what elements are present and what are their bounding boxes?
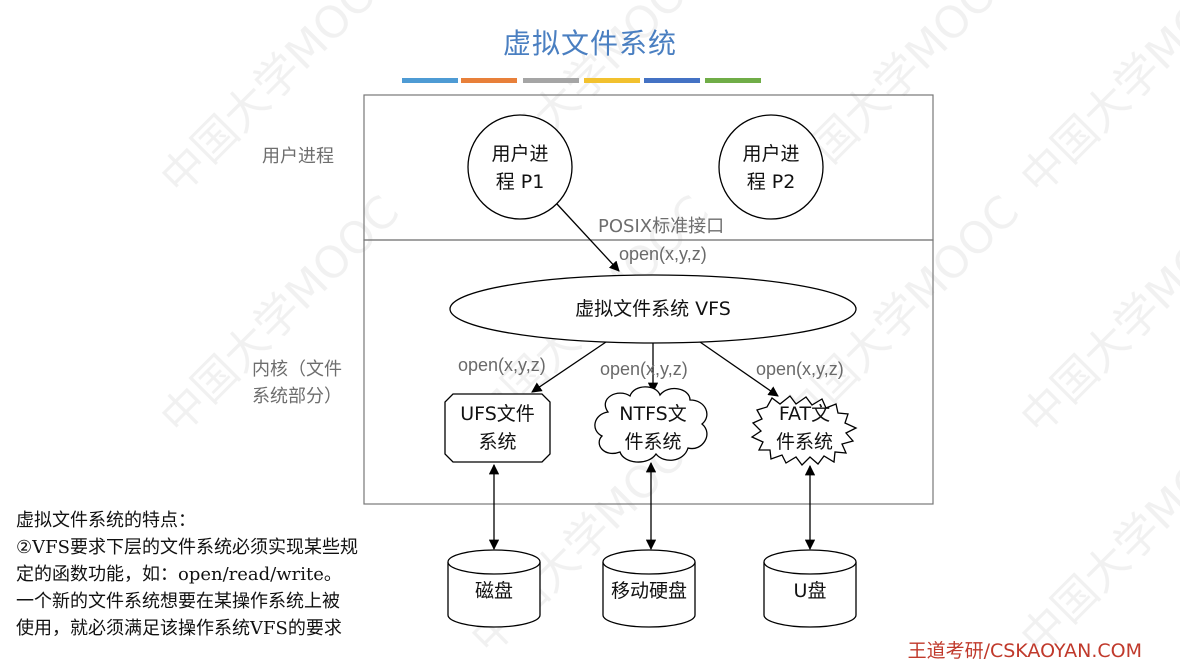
disk-cylinder — [447, 549, 541, 628]
color-bar-segment — [705, 78, 761, 83]
ntfs-line1: NTFS文 — [619, 403, 687, 425]
color-bar-segment — [644, 78, 700, 83]
call-label-to-vfs: open(x,y,z) — [619, 244, 707, 264]
fat-burst-shape — [750, 395, 858, 466]
process-p1-line1: 用户进 — [491, 143, 549, 165]
notes-block: 虚拟文件系统的特点： ②VFS要求下层的文件系统必须实现某些规 定的函数功能，如… — [16, 507, 446, 642]
fat-label: FAT文 件系统 — [752, 400, 857, 456]
fat-line2: 件系统 — [775, 431, 833, 453]
ufs-label: UFS文件 系统 — [445, 400, 550, 456]
notes-extra-line2: 使用，就必须满足该操作系统VFS的要求 — [16, 618, 342, 639]
ntfs-cloud-shape — [594, 386, 708, 463]
notes-extra-line1: 一个新的文件系统想要在某操作系统上被 — [16, 591, 340, 612]
arrow-p1-to-vfs — [556, 203, 620, 272]
notes-point-line1: ②VFS要求下层的文件系统必须实现某些规 — [16, 537, 358, 558]
kernel-label-line1: 内核（文件 — [252, 359, 342, 380]
mobile-hdd-cylinder — [602, 549, 696, 628]
notes-heading: 虚拟文件系统的特点： — [16, 510, 196, 531]
ntfs-line2: 件系统 — [624, 431, 682, 453]
process-p2-line2: 程 P2 — [746, 171, 796, 193]
process-p1-circle — [467, 114, 573, 220]
process-p2-circle — [718, 114, 824, 220]
page-title: 虚拟文件系统 — [502, 27, 677, 60]
call-label-to-fat: open(x,y,z) — [756, 359, 844, 379]
arrow-vfs-to-ufs — [531, 341, 607, 393]
ufs-shape — [444, 393, 551, 463]
process-p2-label: 用户进 程 P2 — [721, 140, 821, 196]
notes-point-line2: 定的函数功能，如：open/read/write。 — [16, 564, 342, 585]
kernel-label-line2: 系统部分） — [252, 386, 342, 407]
process-p2-line1: 用户进 — [742, 143, 800, 165]
call-label-to-ufs: open(x,y,z) — [458, 355, 546, 375]
fat-line1: FAT文 — [778, 403, 831, 425]
device-mobile-hdd-label: 移动硬盘 — [610, 580, 687, 602]
process-p1-label: 用户进 程 P1 — [470, 140, 570, 196]
ntfs-label: NTFS文 件系统 — [598, 400, 708, 456]
ufs-line1: UFS文件 — [460, 403, 535, 425]
color-bar-segment — [523, 78, 579, 83]
ufs-line2: 系统 — [478, 431, 517, 453]
device-udisk-label: U盘 — [793, 580, 827, 602]
user-process-label: 用户进程 — [262, 146, 334, 167]
color-bar-segment — [584, 78, 640, 83]
arrow-vfs-to-fat — [699, 341, 779, 397]
device-disk-label: 磁盘 — [474, 580, 513, 602]
vfs-label: 虚拟文件系统 VFS — [575, 298, 731, 320]
call-label-to-ntfs: open(x,y,z) — [600, 359, 688, 379]
process-p1-line2: 程 P1 — [495, 171, 545, 193]
udisk-cylinder — [763, 549, 857, 628]
color-bar-segment — [402, 78, 458, 83]
brand-footer: 王道考研/CSKAOYAN.COM — [907, 640, 1142, 662]
posix-interface-label: POSIX标准接口 — [598, 216, 725, 237]
color-bar-segment — [461, 78, 517, 83]
